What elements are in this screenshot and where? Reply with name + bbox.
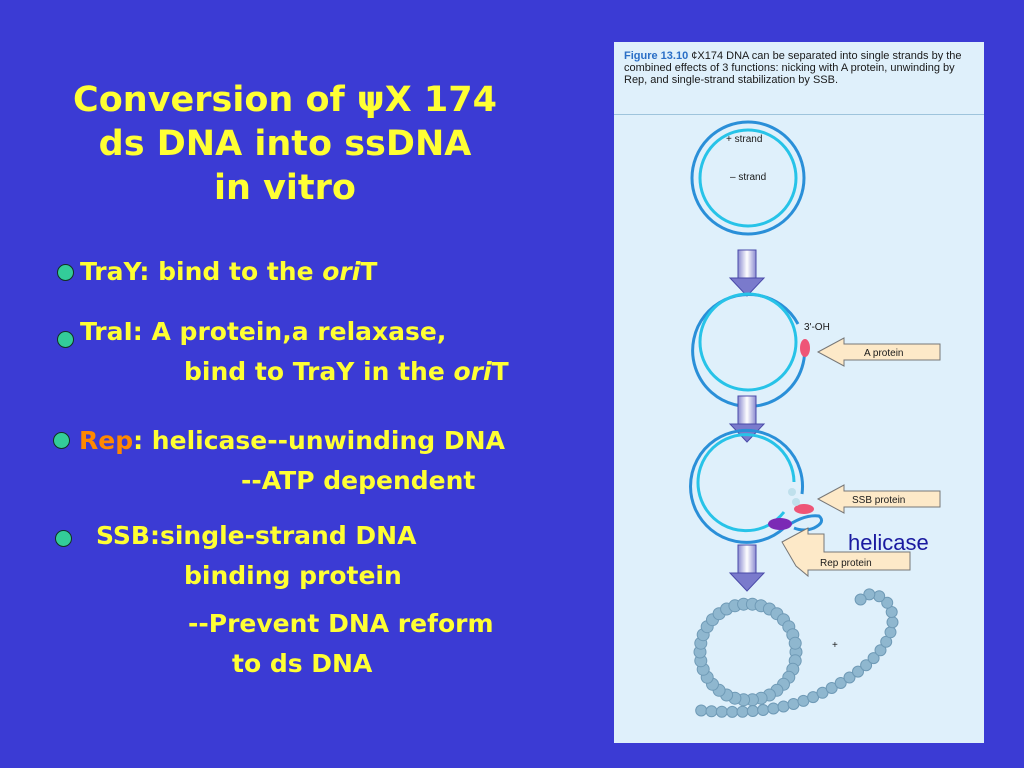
- stage-4-single-strands: +: [693, 588, 899, 718]
- ssb-bead: [787, 698, 800, 710]
- plus-strand-label: + strand: [726, 134, 762, 145]
- title-line-3: in vitro: [214, 168, 356, 208]
- ssb-bead: [736, 705, 749, 718]
- ssb-bead: [777, 700, 790, 713]
- down-arrow-icon: [728, 395, 766, 443]
- ssb-line-4: to ds DNA: [232, 649, 373, 678]
- rep-line-1-text: : helicase--unwinding DNA: [133, 426, 505, 455]
- dna-conversion-diagram: + strand – strand 3'-OH A protein: [689, 120, 941, 718]
- plus-strand-unwinding: [689, 428, 804, 544]
- ssb-bead: [788, 636, 802, 650]
- trai-line-2-text: bind to TraY in the: [184, 357, 454, 386]
- minus-strand-circle: [696, 433, 796, 533]
- figure-panel: Figure 13.10 ¢X174 DNA can be separated …: [614, 42, 984, 743]
- trai-ori: ori: [453, 357, 492, 386]
- bullet-rep: Rep: helicase--unwinding DNA --ATP depen…: [79, 421, 505, 501]
- helicase-label: helicase: [848, 530, 929, 555]
- ssb-bead: [854, 593, 867, 606]
- ssb-bead: [843, 671, 856, 684]
- trai-line-1: TraI: A protein,a relaxase,: [80, 317, 447, 346]
- ssb-line-1: SSB:single-strand DNA: [96, 521, 417, 550]
- ssb-bead: [873, 590, 886, 603]
- title-line-2: ds DNA into ssDNA: [98, 124, 472, 164]
- ssb-bead: [863, 588, 876, 601]
- rep-protein-arrow-icon: [781, 527, 911, 578]
- tray-suffix: T: [360, 257, 378, 286]
- rep-protein-label: Rep protein: [820, 558, 872, 569]
- slide-title: Conversion of ψX 174 ds DNA into ssDNA i…: [30, 78, 540, 210]
- plus-strand-circle: [690, 120, 806, 236]
- ssb-bead: [886, 616, 899, 629]
- rep-protein-blob: [768, 518, 792, 530]
- ssb-bead: [860, 659, 873, 672]
- bullet-tray: TraY: bind to the oriT: [80, 252, 377, 292]
- ssb-bead: [881, 596, 894, 609]
- figure-caption-text: ¢X174 DNA can be separated into single s…: [624, 50, 962, 86]
- caption-divider: [614, 114, 984, 115]
- three-oh-label: 3'-OH: [804, 322, 830, 333]
- title-line-1: Conversion of ψX 174: [73, 80, 497, 120]
- stage-1-ds-circle: + strand – strand: [690, 120, 806, 236]
- ssb-bead: [705, 705, 718, 718]
- ssb-blob: [794, 504, 814, 514]
- ssb-bead: [715, 705, 728, 718]
- minus-strand-circle: [698, 292, 798, 392]
- bullet-dot-icon: [57, 264, 74, 281]
- ssb-bead: [867, 652, 880, 665]
- tray-ori: ori: [322, 257, 361, 286]
- ssb-bead: [792, 498, 800, 506]
- stage-3-unwinding: SSB protein Rep protein: [689, 428, 941, 578]
- bullet-dot-icon: [53, 432, 70, 449]
- ssb-protein-arrow-icon: [816, 484, 941, 514]
- ssb-bead: [825, 682, 838, 694]
- ssb-bead-ring: [693, 597, 803, 707]
- bullet-dot-icon: [57, 331, 74, 348]
- a-protein-arrow-icon: [816, 337, 941, 367]
- ssb-bead: [874, 644, 887, 657]
- rep-line-1: Rep: helicase--unwinding DNA: [79, 421, 505, 461]
- ssb-protein-label: SSB protein: [852, 495, 905, 506]
- ssb-line-2: binding protein: [184, 561, 402, 590]
- down-arrow-icon: [728, 544, 766, 592]
- figure-caption-label: Figure 13.10: [624, 50, 689, 62]
- rep-label: Rep: [79, 426, 134, 455]
- ssb-bead: [788, 488, 796, 496]
- trai-line-2: bind to TraY in the oriT: [80, 352, 509, 392]
- ssb-bead: [746, 705, 759, 717]
- ssb-bead: [852, 665, 864, 678]
- ssb-bead: [767, 702, 780, 715]
- minus-strand-label: – strand: [730, 172, 766, 183]
- ssb-bead: [816, 686, 829, 699]
- a-protein-label: A protein: [864, 348, 903, 359]
- bullet-trai: TraI: A protein,a relaxase, bind to TraY…: [80, 312, 509, 392]
- rep-line-2: --ATP dependent: [241, 466, 476, 495]
- figure-caption: Figure 13.10 ¢X174 DNA can be separated …: [624, 50, 979, 86]
- trai-suffix: T: [491, 357, 509, 386]
- a-protein-blob: [800, 339, 810, 357]
- ssb-bead: [726, 705, 739, 718]
- bullet-ssb: SSB:single-strand DNA binding protein --…: [96, 516, 494, 684]
- plus-sign-label: +: [832, 640, 838, 651]
- bullet-dot-icon: [55, 530, 72, 547]
- down-arrow-icon: [728, 249, 766, 297]
- ssb-bead: [695, 704, 708, 717]
- ssb-bead-chain: [695, 588, 899, 718]
- ssb-bead: [834, 677, 847, 689]
- stage-2-nicked-circle: 3'-OH A protein: [691, 292, 941, 408]
- ssb-bead: [884, 626, 897, 639]
- minus-strand-circle: [698, 128, 798, 228]
- ssb-line-3: --Prevent DNA reform: [188, 609, 494, 638]
- tray-text: TraY: bind to the: [80, 257, 323, 286]
- ssb-bead: [757, 704, 770, 716]
